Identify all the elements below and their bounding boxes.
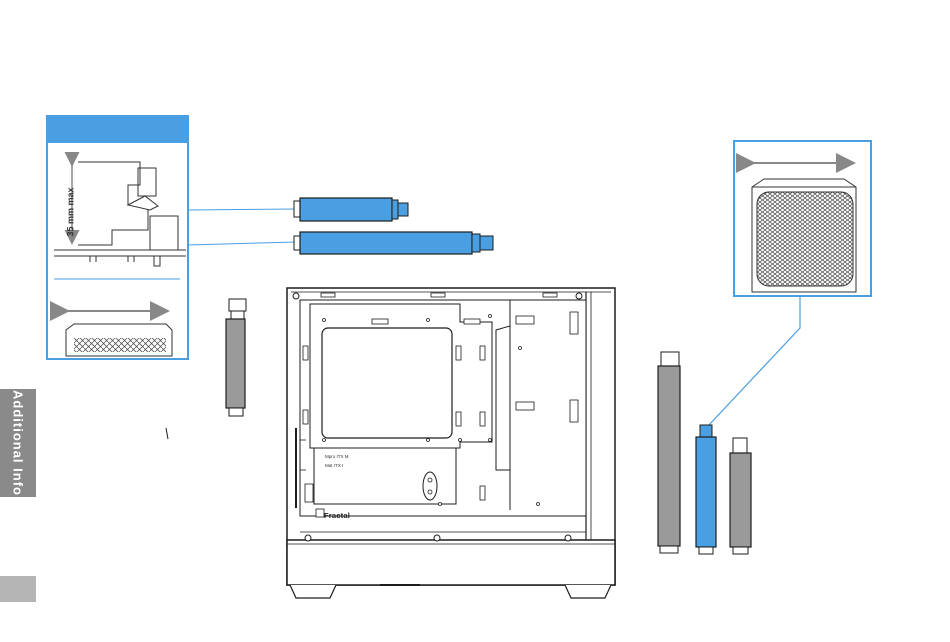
callout-left-header [47,116,188,143]
vertical-radiator-blue [696,425,716,554]
case-foot-right [565,585,611,598]
max-height-label: 35 mm max [56,182,86,242]
cpu-cutout [322,328,452,438]
leader-line-top [188,209,296,210]
radiator-fan-grille [752,179,856,292]
vertical-radiator-tall [658,352,680,553]
horizontal-radiator-short [294,198,408,221]
brand-logo-icon [316,509,324,517]
panel-label-1: Mpro ITX M [325,454,349,459]
case-brand-label: Fractal [324,511,350,520]
pc-case [287,288,615,598]
case-foot-left [290,585,336,598]
horizontal-radiator-long [294,232,493,254]
leader-line-right [708,296,800,426]
vertical-radiator-short-right [730,438,751,554]
panel-label-2: Mat ITX I [325,463,343,468]
case-bottom-panel [287,540,615,585]
stray-mark [166,428,168,439]
mini-radiator [66,324,172,356]
vertical-radiator-left [226,299,246,416]
leader-line-bottom [188,242,296,245]
callout-right [708,141,871,426]
